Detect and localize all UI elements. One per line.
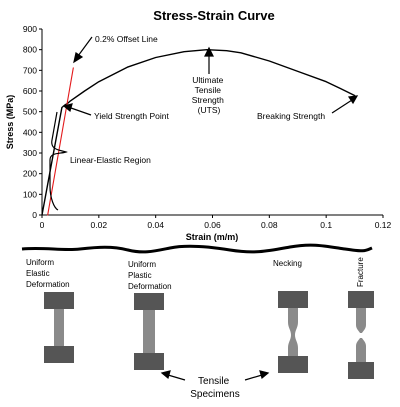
series-group [41,49,356,216]
y-tick-label: 0 [32,210,37,220]
chart-title: Stress-Strain Curve [153,8,274,23]
y-tick-label: 100 [23,189,37,199]
breaking-arrowhead [347,95,359,105]
y-tick-label: 500 [23,107,37,117]
y-tick-label: 800 [23,45,37,55]
specimen-arrowhead-left [160,370,171,380]
specimen-uniform-plastic [134,293,164,370]
uts-arrowhead [204,46,214,57]
specimens-label: Tensile Specimens [190,376,239,400]
annotation-uts: Ultimate Tensile Strength (UTS) [192,75,227,115]
stage-uniform-plastic: Uniform Plastic Deformation [128,260,172,291]
annotation-yield: Yield Strength Point [94,111,169,121]
specimen-fracture [348,291,374,379]
y-axis-label: Stress (MPa) [5,95,15,150]
x-ticks: 0 0.02 0.04 0.06 0.08 0.1 0.12 [40,215,392,230]
offset-line-arrowhead [73,52,84,64]
annotation-linear-elastic: Linear-Elastic Region [70,155,151,165]
specimen-arrowhead-right [259,370,270,380]
specimen-arrow-right [244,374,263,381]
stage-fracture: Fracture [356,257,365,287]
stage-necking: Necking [273,259,302,268]
yield-arrow [70,107,92,116]
x-axis-label: Strain (m/m) [186,232,239,242]
elastic-region-brace [49,111,68,211]
x-tick-label: 0.08 [261,220,278,230]
offset-line-arrow [77,36,93,57]
specimen-arrow-left [167,374,186,381]
x-tick-label: 0.04 [147,220,164,230]
y-tick-label: 900 [23,24,37,34]
offset-line [47,67,74,216]
specimen-uniform-elastic [44,292,74,363]
x-tick-label: 0 [40,220,45,230]
annotation-offset-line: 0.2% Offset Line [95,34,158,44]
x-tick-label: 0.02 [91,220,108,230]
breaking-arrow [331,99,353,114]
x-tick-label: 0.06 [204,220,221,230]
y-tick-label: 600 [23,86,37,96]
stage-bracket [21,243,373,254]
x-tick-label: 0.1 [320,220,332,230]
y-ticks: 0 100 200 300 400 500 600 700 800 900 [23,24,42,220]
y-tick-label: 700 [23,65,37,75]
y-tick-label: 200 [23,169,37,179]
yield-arrowhead [62,103,73,113]
x-tick-label: 0.12 [375,220,392,230]
specimen-necking [278,291,308,373]
annotation-breaking: Breaking Strength [257,111,325,121]
stage-uniform-elastic: Uniform Elastic Deformation [26,258,70,289]
y-tick-label: 400 [23,127,37,137]
y-tick-label: 300 [23,148,37,158]
